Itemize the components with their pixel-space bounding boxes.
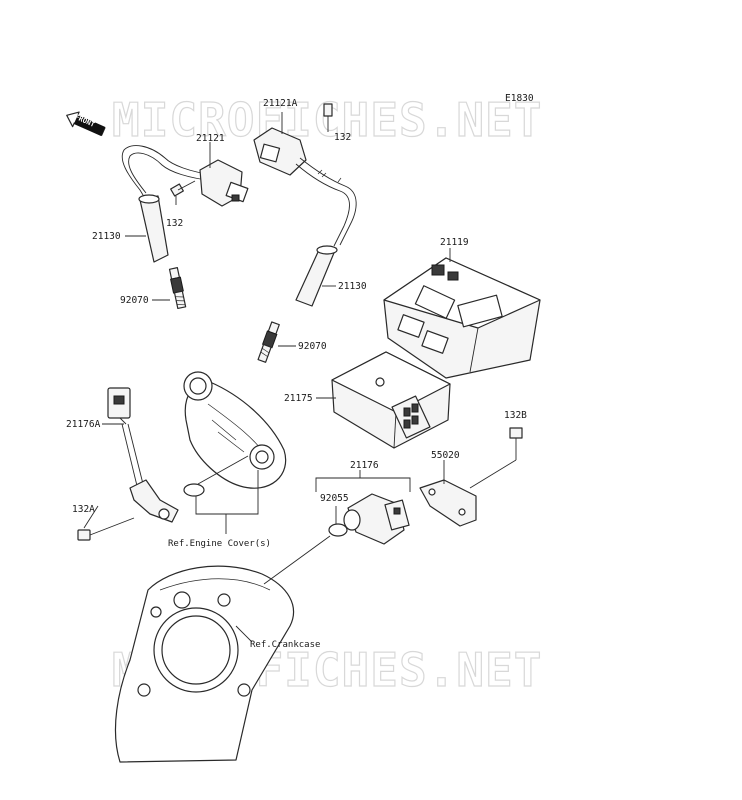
bolt-132-top[interactable]	[323, 103, 333, 132]
ignition-coil-left[interactable]	[121, 145, 249, 263]
o-ring-engine-cover[interactable]	[183, 483, 205, 497]
callout-132-top[interactable]: 132	[334, 132, 351, 143]
ignition-coil-right[interactable]	[253, 127, 357, 307]
o-ring-92055[interactable]	[328, 523, 348, 537]
callout-21130-right[interactable]: 21130	[338, 281, 367, 292]
bracket-55020[interactable]	[419, 479, 477, 527]
watermark-top: MICROFICHES.NET	[112, 93, 542, 147]
callout-92070-left[interactable]: 92070	[120, 295, 149, 306]
callout-92055[interactable]: 92055	[320, 493, 349, 504]
crankcase-ref	[114, 565, 295, 763]
callout-21176A[interactable]: 21176A	[66, 419, 101, 430]
ref-crankcase: Ref.Crankcase	[250, 640, 320, 650]
sensor-21176[interactable]	[343, 493, 410, 545]
leader-lines	[83, 112, 451, 643]
callout-132B[interactable]: 132B	[504, 410, 527, 421]
callout-21121[interactable]: 21121	[196, 133, 225, 144]
spark-plug-right[interactable]	[257, 321, 280, 363]
regulator-21175[interactable]	[331, 351, 451, 449]
sensor-21176A[interactable]	[107, 387, 179, 523]
diagram-code: E1830	[505, 93, 534, 104]
callout-132A[interactable]: 132A	[72, 504, 95, 515]
callout-21176[interactable]: 21176	[350, 460, 379, 471]
callout-21121A[interactable]: 21121A	[263, 98, 298, 109]
bolt-132-left[interactable]	[170, 180, 196, 197]
callout-55020[interactable]: 55020	[431, 450, 460, 461]
callout-21119[interactable]: 21119	[440, 237, 469, 248]
ecu-21119[interactable]	[383, 257, 541, 379]
callout-21175[interactable]: 21175	[284, 393, 313, 404]
ref-engine-cover: Ref.Engine Cover(s)	[168, 539, 271, 549]
front-arrow-icon	[66, 111, 106, 137]
engine-cover-ref	[183, 371, 287, 489]
bolt-132B[interactable]	[469, 427, 523, 489]
callout-132-left[interactable]: 132	[166, 218, 183, 229]
bolt-132A[interactable]	[77, 517, 135, 541]
callout-92070-right[interactable]: 92070	[298, 341, 327, 352]
callout-21130-left[interactable]: 21130	[92, 231, 121, 242]
spark-plug-left[interactable]	[168, 267, 187, 310]
